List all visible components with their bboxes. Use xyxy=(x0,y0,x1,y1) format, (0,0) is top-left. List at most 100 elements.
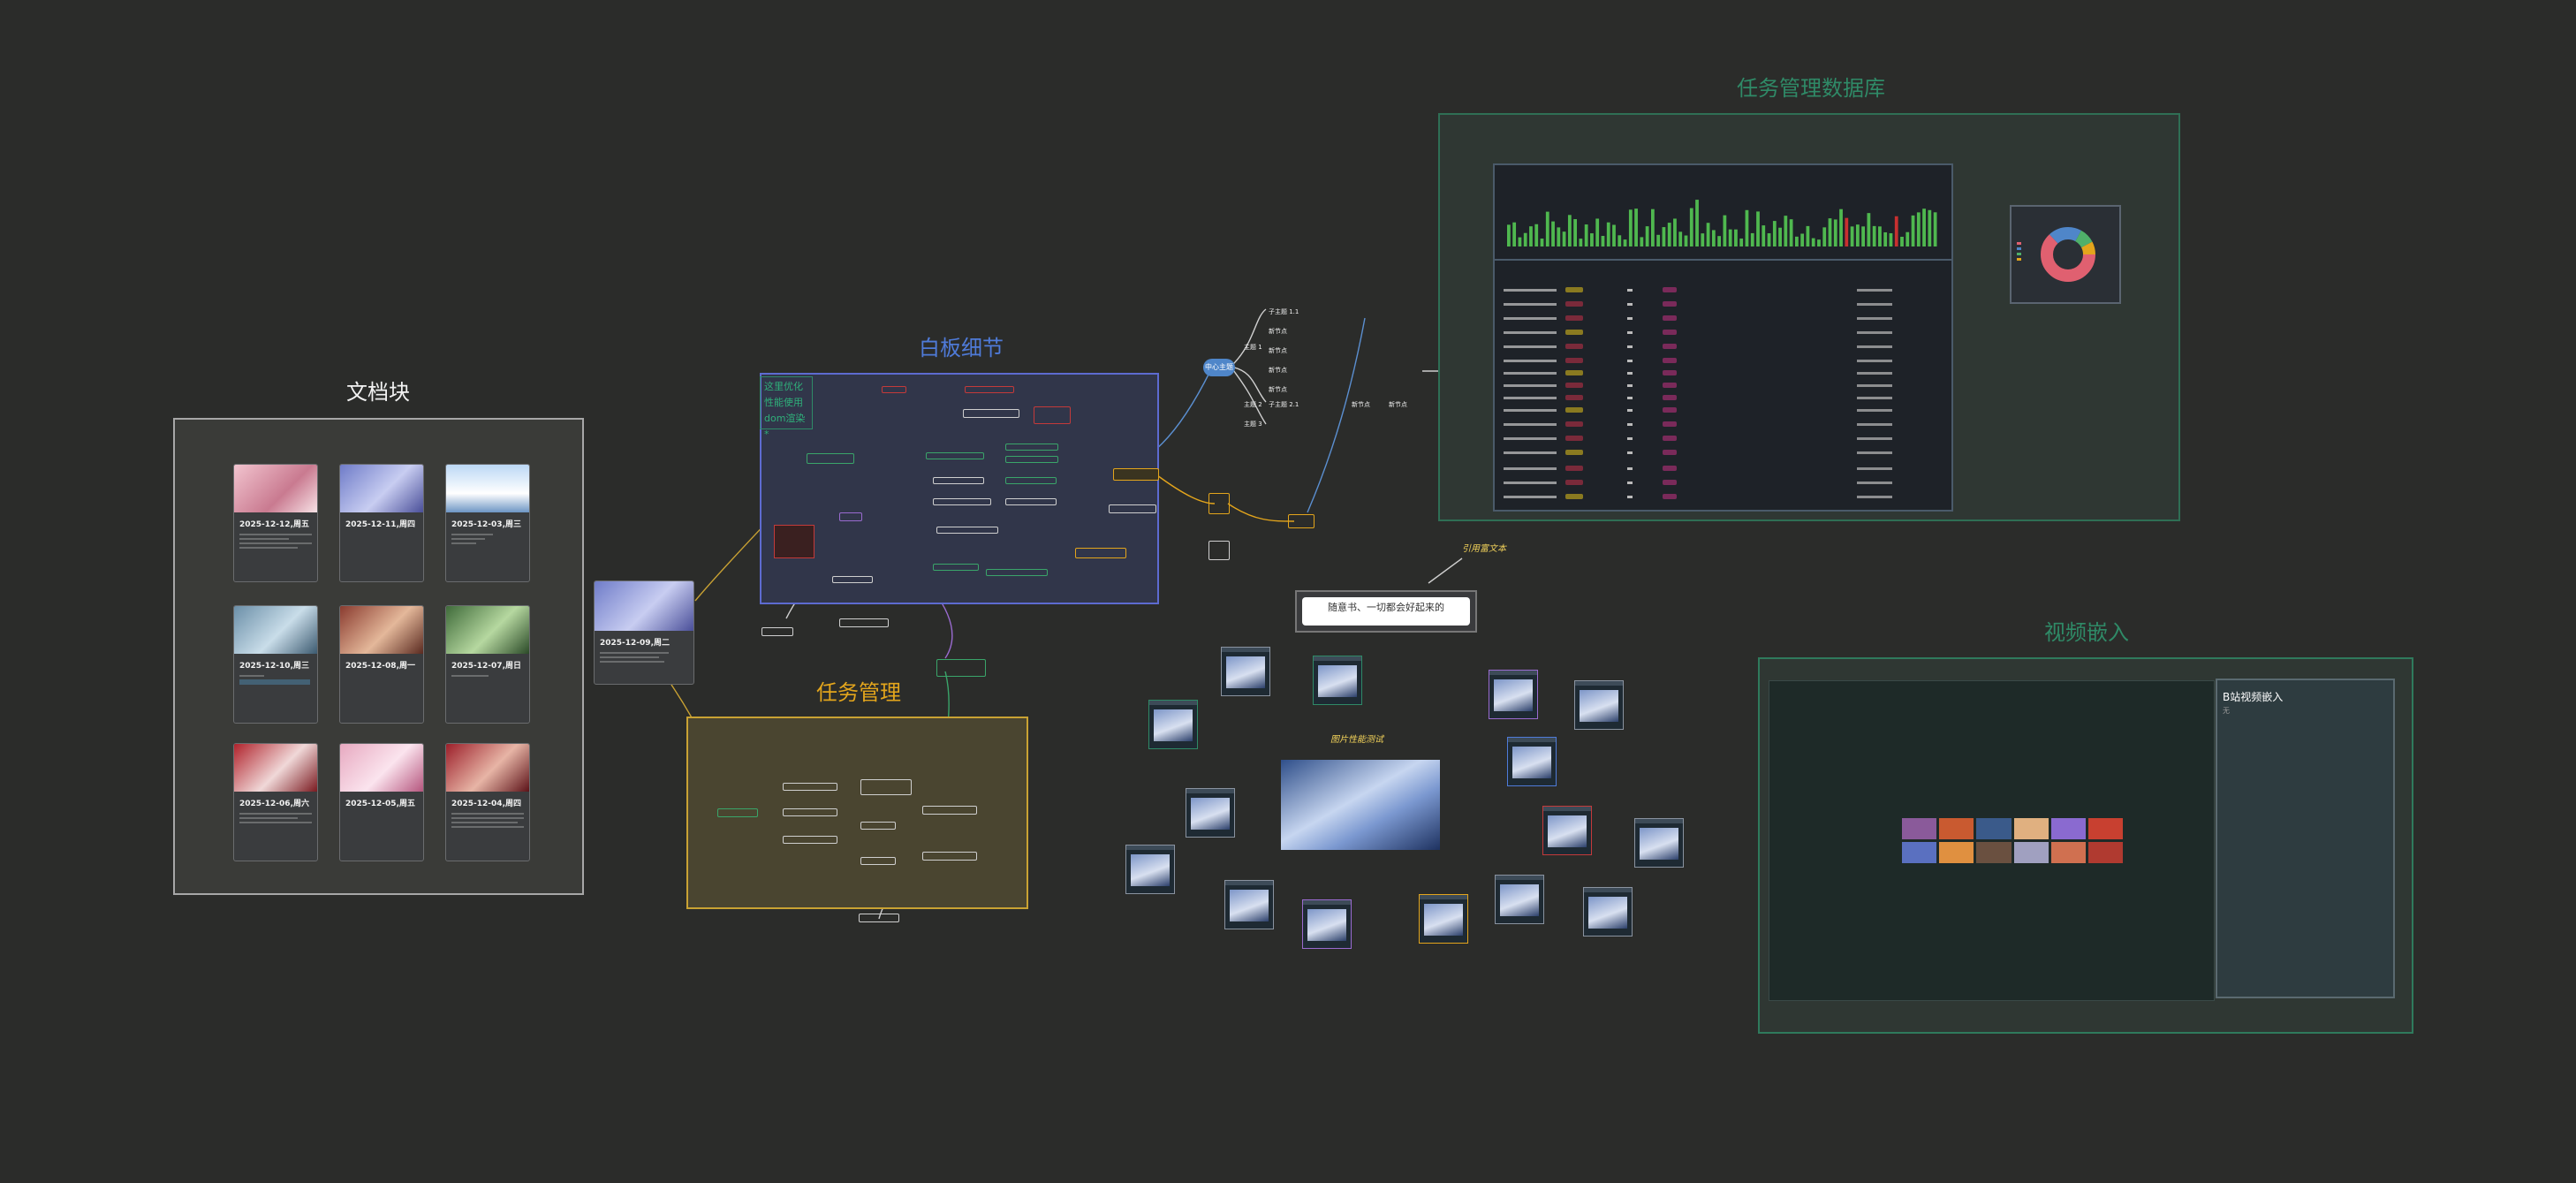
doc-card[interactable]: 2025-12-12,周五 xyxy=(233,464,318,582)
task-node[interactable] xyxy=(783,808,837,816)
image-thumbnail[interactable] xyxy=(1221,647,1270,696)
mind-node[interactable] xyxy=(986,569,1048,576)
video-embed-panel[interactable]: B站视频嵌入 无 xyxy=(2216,679,2395,998)
task-node[interactable] xyxy=(859,914,899,922)
table-row[interactable] xyxy=(1495,381,1951,393)
mindmap-child[interactable]: 新节点 xyxy=(1269,347,1287,354)
mindmap-child[interactable]: 新节点 xyxy=(1352,401,1370,408)
image-thumbnail[interactable] xyxy=(1186,788,1235,838)
mind-node[interactable] xyxy=(963,409,1019,418)
table-row[interactable] xyxy=(1495,356,1951,368)
whiteboard-red-note[interactable] xyxy=(774,525,814,558)
mindmap-sub[interactable]: 子主题 1.1 xyxy=(1269,308,1299,315)
table-row[interactable] xyxy=(1495,393,1951,406)
image-thumbnail[interactable] xyxy=(1302,899,1352,949)
table-row[interactable] xyxy=(1495,300,1951,312)
mindmap-child[interactable]: 新节点 xyxy=(1269,386,1287,393)
task-node[interactable] xyxy=(922,806,977,815)
task-node[interactable] xyxy=(783,783,837,791)
mind-node[interactable] xyxy=(1109,504,1156,513)
table-row[interactable] xyxy=(1495,478,1951,490)
table-row[interactable] xyxy=(1495,434,1951,446)
mindmap-child[interactable]: 新节点 xyxy=(1389,401,1407,408)
mindmap-branch[interactable]: 主题 3 xyxy=(1244,421,1262,428)
image-thumbnail[interactable] xyxy=(1148,700,1198,749)
table-row[interactable] xyxy=(1495,406,1951,418)
table-row[interactable] xyxy=(1495,285,1951,298)
image-thumbnail[interactable] xyxy=(1583,887,1633,937)
task-node[interactable] xyxy=(860,779,912,795)
task-node[interactable] xyxy=(717,808,758,817)
table-row[interactable] xyxy=(1495,492,1951,504)
mind-node[interactable] xyxy=(1208,541,1230,560)
doc-card[interactable]: 2025-12-08,周一 xyxy=(339,605,424,724)
doc-card[interactable]: 2025-12-04,周四 xyxy=(445,743,530,861)
table-row[interactable] xyxy=(1495,314,1951,326)
image-thumbnail[interactable] xyxy=(1419,894,1468,944)
mind-node[interactable] xyxy=(1005,498,1057,505)
table-row[interactable] xyxy=(1495,420,1951,432)
mind-node[interactable] xyxy=(1113,468,1159,481)
doc-card[interactable]: 2025-12-05,周五 xyxy=(339,743,424,861)
image-test-main[interactable] xyxy=(1281,760,1440,850)
task-node[interactable] xyxy=(783,836,837,844)
mind-node[interactable] xyxy=(832,576,873,583)
image-thumbnail[interactable] xyxy=(1489,670,1538,719)
image-thumbnail[interactable] xyxy=(1313,656,1362,705)
mind-node[interactable] xyxy=(936,527,998,534)
mind-node[interactable] xyxy=(839,512,862,521)
mind-node[interactable] xyxy=(1005,444,1058,451)
doc-card[interactable]: 2025-12-10,周三 xyxy=(233,605,318,724)
task-node[interactable] xyxy=(922,852,977,861)
task-node[interactable] xyxy=(860,857,896,865)
table-row[interactable] xyxy=(1495,342,1951,354)
task-mgmt-frame[interactable] xyxy=(686,717,1028,909)
mind-node[interactable] xyxy=(1005,477,1057,484)
mind-node[interactable] xyxy=(936,659,986,677)
mind-node[interactable] xyxy=(933,477,984,484)
mind-node[interactable] xyxy=(882,386,906,393)
image-thumbnail[interactable] xyxy=(1542,806,1592,855)
image-thumbnail[interactable] xyxy=(1125,845,1175,894)
doc-card[interactable]: 2025-12-11,周四 xyxy=(339,464,424,582)
whiteboard-note[interactable]: 这里优化 性能使用 dom渲染* xyxy=(760,376,813,440)
whiteboard-frame[interactable] xyxy=(760,373,1159,604)
mind-node[interactable] xyxy=(1005,456,1058,463)
table-toolbar[interactable] xyxy=(1495,264,1951,277)
mindmap-child[interactable]: 新节点 xyxy=(1269,328,1287,335)
table-row[interactable] xyxy=(1495,448,1951,460)
mindmap-center[interactable]: 中心主题 xyxy=(1203,359,1235,376)
donut-chart-panel[interactable] xyxy=(2010,205,2121,304)
mind-node[interactable] xyxy=(1288,514,1315,528)
doc-blocks-frame[interactable]: 2025-12-12,周五 2025-12-11,周四 2025-12-03,周… xyxy=(173,418,584,895)
mind-node[interactable] xyxy=(933,564,979,571)
quote-frame[interactable]: 随意书、一切都会好起来的 xyxy=(1295,590,1477,633)
mindmap-branch[interactable]: 主题 1 xyxy=(1244,344,1262,351)
task-table-panel[interactable] xyxy=(1493,259,1953,512)
mind-node[interactable] xyxy=(926,452,984,459)
mind-node[interactable] xyxy=(1075,548,1126,558)
mindmap-branch[interactable]: 主题 2 xyxy=(1244,401,1262,408)
bar-chart-panel[interactable] xyxy=(1493,163,1953,262)
mind-node[interactable] xyxy=(761,627,793,636)
mind-node[interactable] xyxy=(933,498,991,505)
mind-node[interactable] xyxy=(1208,493,1230,514)
mindmap-sub[interactable]: 子主题 2.1 xyxy=(1269,401,1299,408)
image-thumbnail[interactable] xyxy=(1634,818,1684,868)
table-row[interactable] xyxy=(1495,328,1951,340)
image-thumbnail[interactable] xyxy=(1507,737,1557,786)
table-row[interactable] xyxy=(1495,368,1951,381)
doc-card[interactable]: 2025-12-03,周三 xyxy=(445,464,530,582)
image-thumbnail[interactable] xyxy=(1224,880,1274,929)
image-thumbnail[interactable] xyxy=(1574,680,1624,730)
mind-node[interactable] xyxy=(807,453,854,464)
doc-card[interactable]: 2025-12-07,周日 xyxy=(445,605,530,724)
image-thumbnail[interactable] xyxy=(1495,875,1544,924)
task-node[interactable] xyxy=(860,822,896,830)
mind-node[interactable] xyxy=(839,618,889,627)
mind-node[interactable] xyxy=(1034,406,1071,424)
mindmap-child[interactable]: 新节点 xyxy=(1269,367,1287,374)
mind-node[interactable] xyxy=(965,386,1014,393)
doc-card[interactable]: 2025-12-06,周六 xyxy=(233,743,318,861)
center-doc-card[interactable]: 2025-12-09,周二 xyxy=(594,580,694,685)
